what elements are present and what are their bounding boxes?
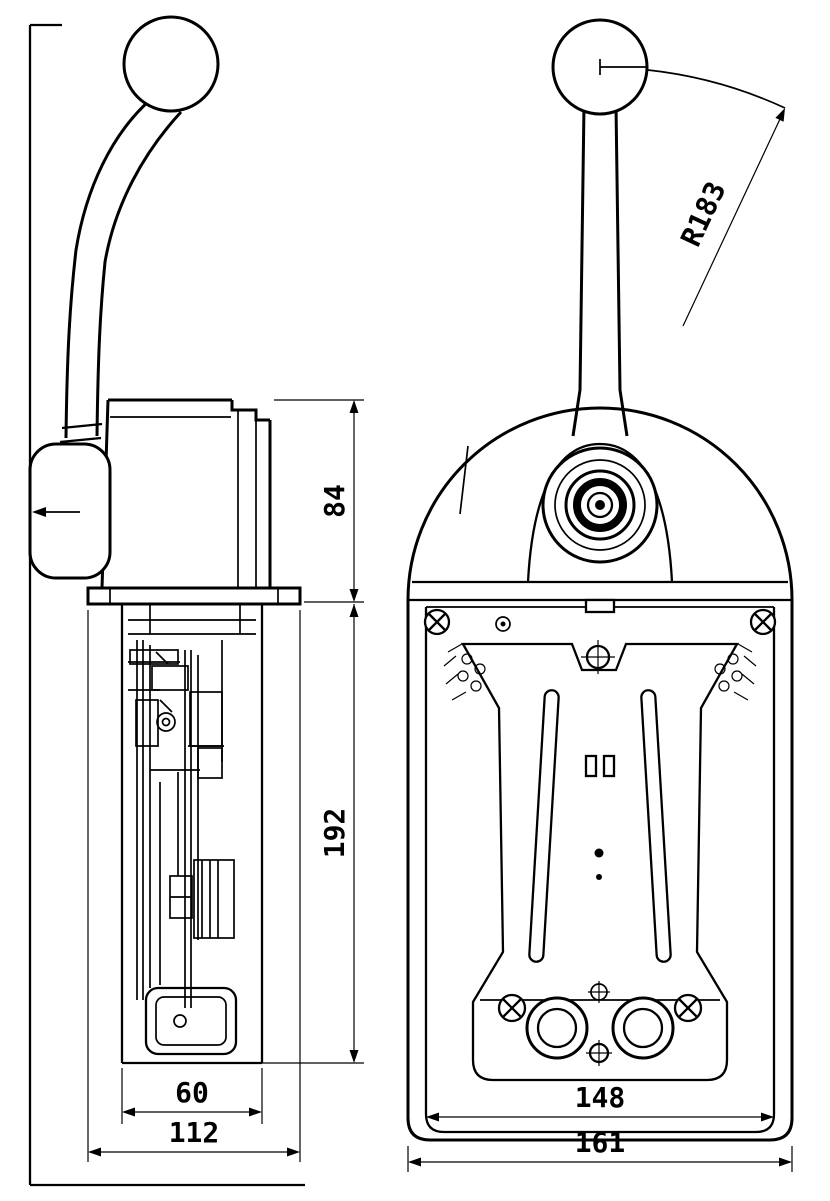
pivot-hub <box>541 446 659 564</box>
top-screws <box>423 598 777 674</box>
side-lever-tube <box>66 98 181 440</box>
sheet-frame <box>28 23 305 1187</box>
direction-arrow-icon <box>32 507 46 517</box>
front-view <box>406 18 794 1142</box>
dim-192-label: 192 <box>318 808 351 859</box>
screw-icon <box>749 608 777 636</box>
side-knob <box>122 15 220 113</box>
front-body <box>406 600 794 1142</box>
dim-148: 148 <box>426 1081 774 1122</box>
guide-slot-right <box>640 689 672 963</box>
dim-84-label: 84 <box>318 484 351 518</box>
guide-slot-left <box>528 689 560 963</box>
screw-icon <box>423 608 451 636</box>
cable-port-left <box>525 996 589 1060</box>
side-pivot-boss <box>28 442 112 580</box>
dome-cover <box>406 406 794 601</box>
dim-112-label: 112 <box>169 1116 220 1149</box>
front-lever-shaft <box>573 106 627 436</box>
dim-84: 84 <box>274 399 364 603</box>
side-view <box>28 15 302 1065</box>
dim-161: 161 <box>407 1126 793 1172</box>
dim-161-label: 161 <box>575 1126 626 1159</box>
mechanism-plate <box>461 642 739 1082</box>
dim-r183: R183 <box>647 69 786 327</box>
cable-ports <box>497 981 703 1066</box>
dim-148-label: 148 <box>575 1081 626 1114</box>
side-mounting-flange <box>86 586 302 606</box>
dim-192: 192 <box>250 604 364 1064</box>
cable-port-right <box>611 996 675 1060</box>
clamp-right <box>714 643 757 701</box>
screw-icon <box>673 993 703 1023</box>
dim-60: 60 <box>121 1068 263 1124</box>
screw-icon <box>497 993 527 1023</box>
side-mechanism <box>128 640 238 1056</box>
clamp-left <box>443 643 486 701</box>
side-housing <box>102 400 270 588</box>
dim-112: 112 <box>87 610 301 1162</box>
dim-60-label: 60 <box>175 1076 209 1109</box>
